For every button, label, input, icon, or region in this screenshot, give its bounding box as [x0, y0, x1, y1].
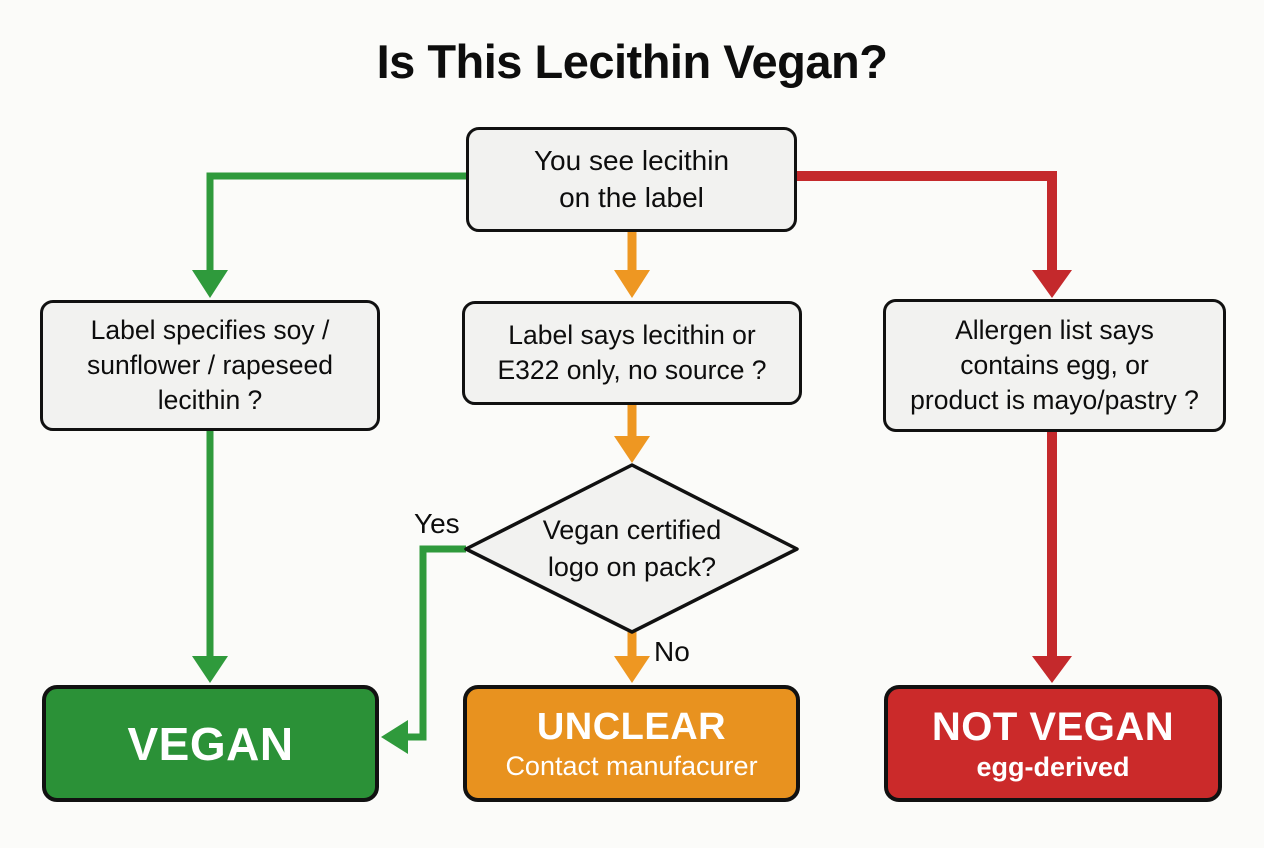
- node-allergen-line: Allergen list says: [955, 315, 1154, 346]
- node-soy-line: sunflower / rapeseed: [86, 350, 333, 381]
- edge-start-to-allergen: [797, 171, 1057, 272]
- not-vegan-sublabel: egg-derived: [976, 751, 1130, 782]
- edge-label-no: No: [654, 636, 690, 667]
- node-result-not-vegan: NOT VEGAN egg-derived: [884, 685, 1222, 802]
- node-soy-line: lecithin ?: [157, 384, 263, 415]
- edge-label-yes: Yes: [414, 508, 460, 539]
- node-certified-line: logo on pack?: [547, 551, 717, 582]
- vegan-label: VEGAN: [127, 717, 294, 770]
- node-result-vegan: VEGAN: [42, 685, 379, 802]
- node-e322-line: E322 only, no source ?: [497, 355, 767, 385]
- arrowhead-yes-to-vegan: [381, 720, 408, 754]
- node-soy-line: Label specifies soy /: [90, 315, 330, 346]
- page-title: Is This Lecithin Vegan?: [376, 35, 888, 88]
- node-certified-question: Vegan certified logo on pack?: [482, 465, 782, 632]
- node-allergen-line: product is mayo/pastry ?: [910, 384, 1199, 415]
- edge-start-to-soy: [206, 172, 466, 272]
- node-allergen-line: contains egg, or: [960, 350, 1149, 381]
- arrowhead-e322-to-certified: [614, 436, 650, 463]
- node-allergen-question: Allergen list says contains egg, or prod…: [883, 299, 1226, 432]
- arrowhead-soy-to-vegan: [192, 656, 228, 683]
- arrowhead-start-to-allergen: [1032, 270, 1072, 298]
- node-soy-question: Label specifies soy / sunflower / rapese…: [40, 300, 380, 431]
- unclear-sublabel: Contact manufacurer: [505, 750, 758, 781]
- arrowhead-allergen-to-notvegan: [1032, 656, 1072, 683]
- arrowhead-start-to-soy: [192, 270, 228, 298]
- node-start-line: You see lecithin: [533, 144, 730, 176]
- node-start: You see lecithin on the label: [466, 127, 797, 232]
- node-result-unclear: UNCLEAR Contact manufacurer: [463, 685, 800, 802]
- node-start-line: on the label: [559, 181, 704, 213]
- arrowhead-no-to-unclear: [614, 656, 650, 683]
- unclear-label: UNCLEAR: [536, 705, 727, 748]
- node-e322-line: Label says lecithin or: [508, 320, 756, 351]
- arrowhead-start-to-e322: [614, 270, 650, 298]
- not-vegan-label: NOT VEGAN: [931, 704, 1175, 749]
- node-e322-question: Label says lecithin or E322 only, no sou…: [462, 301, 802, 405]
- node-certified-line: Vegan certified: [542, 515, 722, 546]
- decision-diamond-shape: [464, 463, 799, 634]
- edge-yes-to-vegan: [406, 545, 466, 741]
